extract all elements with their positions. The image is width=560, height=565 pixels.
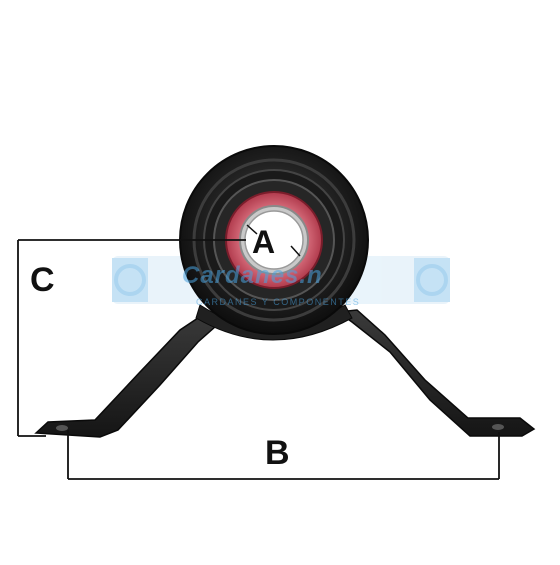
left-foot-hole [56, 425, 68, 431]
dimension-a-arrows [246, 224, 301, 257]
dimension-label-c: C [30, 261, 55, 299]
dimension-label-a: A [252, 224, 276, 260]
dimension-label-b: B [265, 434, 290, 472]
dimension-lines [17, 239, 500, 480]
mounting-bracket [34, 311, 227, 438]
watermark-brand: Cardanes.n [182, 262, 323, 289]
watermark-tagline: CARDANES Y COMPONENTES [196, 297, 361, 307]
right-foot-hole [492, 424, 504, 430]
mounting-bracket-right [335, 309, 536, 437]
